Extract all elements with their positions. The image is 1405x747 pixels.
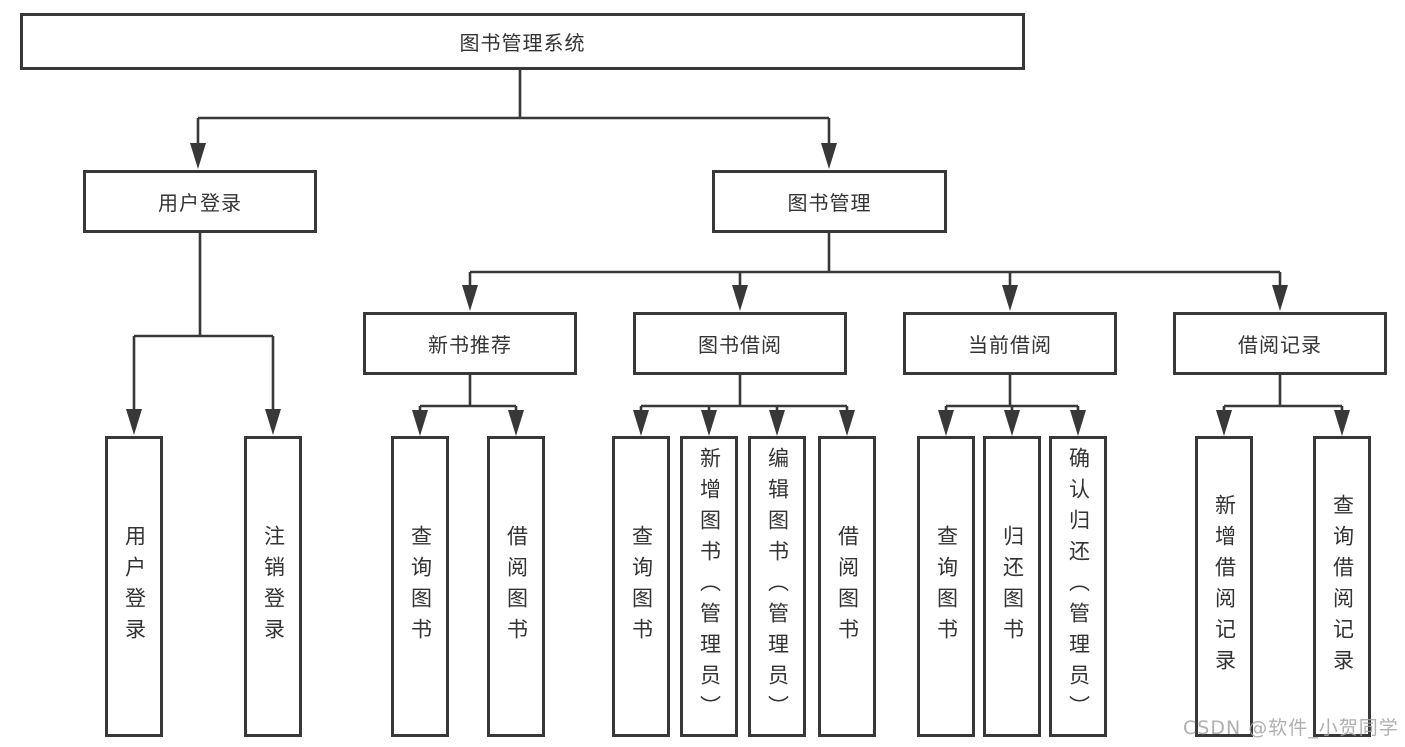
leaf-edit-books-admin-label: 编辑图书（管理员）	[765, 447, 790, 726]
leaf-confirm-return-admin: 确认归还（管理员）	[1049, 436, 1107, 737]
node-current-borrowing-label: 当前借阅	[968, 333, 1052, 357]
node-root-library-system: 图书管理系统	[20, 13, 1025, 70]
node-borrowing-records-label: 借阅记录	[1238, 333, 1322, 357]
leaf-return-books-label: 归还图书	[1000, 524, 1025, 649]
leaf-borrow-books-recommend-label: 借阅图书	[504, 524, 529, 649]
leaf-query-books-recommend: 查询图书	[391, 436, 449, 737]
node-new-book-recommendation: 新书推荐	[363, 312, 577, 375]
node-book-management: 图书管理	[712, 170, 947, 233]
leaf-query-books-borrowing: 查询图书	[612, 436, 670, 737]
leaf-borrow-books-borrowing: 借阅图书	[818, 436, 876, 737]
node-user-login: 用户登录	[83, 170, 317, 233]
node-book-management-label: 图书管理	[787, 191, 872, 215]
leaf-borrow-books-borrowing-label: 借阅图书	[835, 524, 860, 649]
leaf-add-books-admin: 新增图书（管理员）	[680, 436, 738, 737]
node-book-borrowing: 图书借阅	[633, 312, 847, 375]
leaf-edit-books-admin: 编辑图书（管理员）	[748, 436, 806, 737]
leaf-query-books-current-label: 查询图书	[934, 524, 959, 649]
node-current-borrowing: 当前借阅	[903, 312, 1117, 375]
node-borrowing-records: 借阅记录	[1173, 312, 1387, 375]
leaf-add-borrow-record-label: 新增借阅记录	[1212, 493, 1237, 680]
node-root-label: 图书管理系统	[459, 31, 586, 55]
leaf-borrow-books-recommend: 借阅图书	[487, 436, 545, 737]
leaf-add-books-admin-label: 新增图书（管理员）	[697, 447, 722, 726]
leaf-logout-label: 注销登录	[261, 524, 286, 649]
node-book-borrowing-label: 图书借阅	[698, 333, 782, 357]
leaf-confirm-return-admin-label: 确认归还（管理员）	[1066, 447, 1091, 726]
leaf-logout: 注销登录	[244, 436, 302, 737]
leaf-query-borrow-record-label: 查询借阅记录	[1330, 493, 1355, 680]
node-new-book-recommendation-label: 新书推荐	[428, 333, 512, 357]
leaf-user-login-label: 用户登录	[122, 524, 147, 649]
leaf-add-borrow-record: 新增借阅记录	[1195, 436, 1253, 737]
csdn-watermark: CSDN @软件_小贺同学	[1183, 717, 1399, 739]
leaf-user-login: 用户登录	[105, 436, 163, 737]
arrowheads	[126, 143, 1350, 436]
leaf-query-books-recommend-label: 查询图书	[408, 524, 433, 649]
leaf-query-borrow-record: 查询借阅记录	[1313, 436, 1371, 737]
leaf-query-books-borrowing-label: 查询图书	[629, 524, 654, 649]
leaf-return-books: 归还图书	[983, 436, 1041, 737]
leaf-query-books-current: 查询图书	[917, 436, 975, 737]
node-user-login-label: 用户登录	[158, 191, 242, 215]
